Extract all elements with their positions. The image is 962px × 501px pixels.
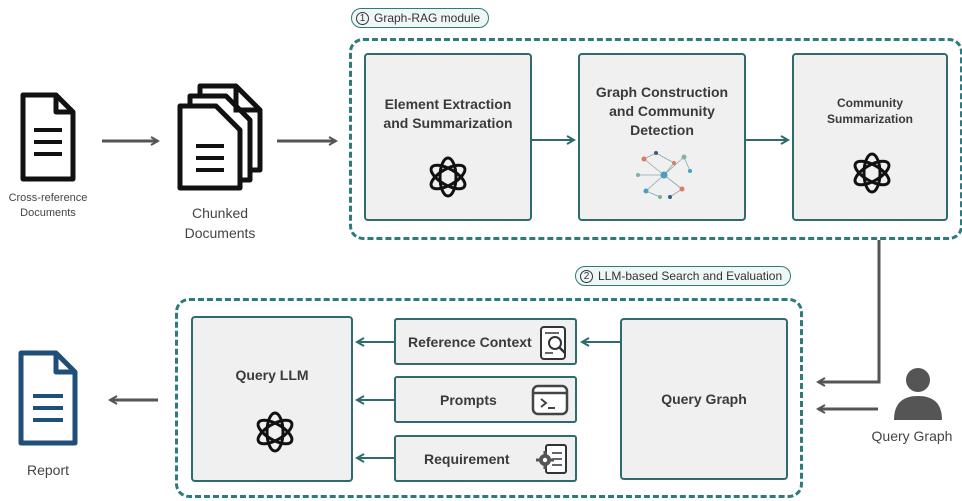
graph-construction-box: Graph Construction and Community Detecti… <box>578 53 746 221</box>
query-llm-box: Query LLM <box>191 316 353 482</box>
community-title: Community Summarization <box>826 96 913 127</box>
report-label: Report <box>26 462 70 478</box>
gear-document-icon <box>536 444 567 474</box>
cross-reference-label: Cross-reference Documents <box>8 192 88 219</box>
module-1-label: 1 Graph-RAG module <box>351 8 490 28</box>
graph-construction-title: Graph Construction and Community Detecti… <box>595 84 729 138</box>
user-label: Query Graph <box>871 428 953 444</box>
module-1-number: 1 <box>356 11 369 25</box>
requirement-label: Requirement <box>424 450 510 467</box>
openai-logo-icon <box>256 411 294 453</box>
module-2-number: 2 <box>580 269 593 283</box>
community-box: Community Summarization <box>792 53 948 221</box>
magnifier-document-icon <box>540 326 566 360</box>
openai-logo-icon <box>853 152 891 194</box>
chunked-label: Chunked Documents <box>184 205 256 241</box>
report-document-icon <box>18 350 78 446</box>
extraction-box: Element Extraction and Summarization <box>364 53 532 221</box>
module-1-text: Graph-RAG module <box>374 11 481 25</box>
arrow-module-to-query <box>818 240 881 382</box>
documents-stack-icon <box>177 83 263 191</box>
openai-logo-icon <box>429 156 467 198</box>
search-eval-region <box>175 298 803 498</box>
module-2-label: 2 LLM-based Search and Evaluation <box>575 266 792 286</box>
requirement-box: Requirement <box>394 435 577 482</box>
reference-context-box: Reference Context <box>394 318 577 365</box>
reference-context-label: Reference Context <box>408 333 532 350</box>
query-llm-title: Query LLM <box>235 367 309 383</box>
module-2-text: LLM-based Search and Evaluation <box>598 269 783 283</box>
query-graph-box: Query Graph <box>620 318 788 480</box>
network-graph-icon <box>636 151 692 199</box>
extraction-title: Element Extraction and Summarization <box>383 96 513 131</box>
terminal-window-icon <box>531 384 569 416</box>
user-icon <box>894 368 942 420</box>
prompts-label: Prompts <box>440 391 497 408</box>
graph-rag-region <box>349 38 962 240</box>
document-icon <box>20 92 76 182</box>
query-graph-title: Query Graph <box>661 391 747 407</box>
prompts-box: Prompts <box>394 376 577 423</box>
